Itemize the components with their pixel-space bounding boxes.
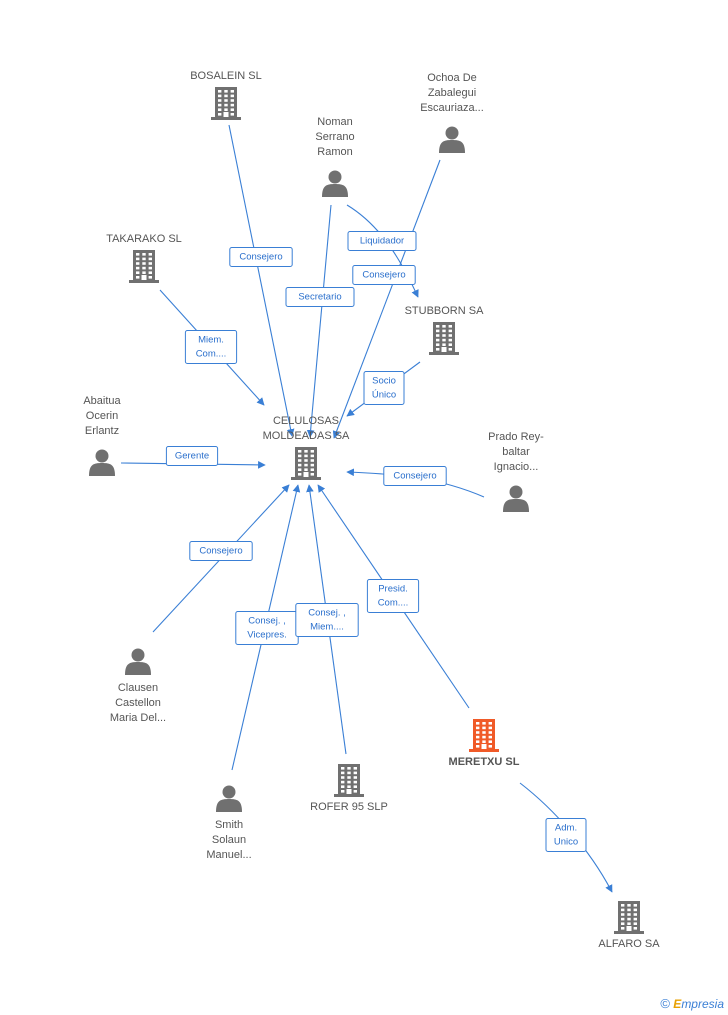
node-label-meretxu: MERETXU SL — [449, 756, 520, 768]
node-label-prado: Ignacio... — [494, 461, 539, 473]
node-label-ochoa: Ochoa De — [427, 72, 477, 84]
building-icon — [129, 250, 159, 283]
node-label-abaitua: Abaitua — [83, 395, 121, 407]
node-ochoa[interactable]: Ochoa De ZabaleguiEscauriaza... — [420, 72, 484, 153]
node-label-noman: Serrano — [315, 131, 354, 143]
person-icon — [216, 785, 242, 812]
building-icon — [614, 901, 644, 934]
node-label-abaitua: Erlantz — [85, 425, 119, 437]
edge-label-meretxu-to-alfaro: Adm. Unico — [545, 818, 587, 852]
node-label-clausen: Maria Del... — [110, 712, 166, 724]
edge-label-text: Unico — [554, 837, 578, 848]
edge-label-takarako-to-celulosas: Miem. Com.... — [184, 330, 238, 364]
edge-label-text: Adm. — [555, 823, 577, 834]
edge-label-text: Liquidador — [360, 236, 404, 247]
edge-label-noman-to-celulosas: Secretario — [285, 287, 355, 307]
edge-labels: ConsejeroSecretarioLiquidadorConsejeroMi… — [165, 231, 587, 852]
node-label-prado: Prado Rey- — [488, 431, 544, 443]
building-icon — [469, 719, 499, 752]
edge-label-text: Consejero — [199, 546, 242, 557]
edge-label-noman-to-stubborn: Liquidador — [347, 231, 417, 251]
brand-e: E — [673, 997, 682, 1011]
node-meretxu[interactable]: MERETXU SL — [449, 719, 520, 768]
nodes: CELULOSAS MOLDEADAS SA BOSALEIN SL Ochoa De… — [83, 70, 660, 950]
person-icon — [439, 126, 465, 153]
edge-label-text: Com.... — [196, 349, 227, 360]
edge-label-text: Consejero — [393, 471, 436, 482]
edge-bosalein-to-celulosas — [228, 124, 295, 437]
edge-label-abaitua-to-celulosas: Gerente — [165, 446, 219, 466]
node-prado[interactable]: Prado Rey-baltarIgnacio... — [488, 431, 544, 512]
edge-label-text: Consej. , — [308, 608, 346, 619]
edge-ochoa-to-celulosas — [332, 159, 441, 439]
node-label-bosalein: BOSALEIN SL — [190, 70, 262, 82]
node-rofer[interactable]: ROFER 95 SLP — [310, 764, 388, 813]
node-label-smith: Solaun — [212, 834, 246, 846]
edge-label-text: Miem. — [198, 335, 224, 346]
node-takarako[interactable]: TAKARAKO SL — [106, 233, 182, 283]
node-label-noman: Ramon — [317, 146, 352, 158]
building-icon — [291, 447, 321, 480]
edge-label-text: Único — [372, 390, 396, 401]
node-label-abaitua: Ocerin — [86, 410, 118, 422]
empresia-brand: © Empresia — [660, 996, 724, 1011]
edge-label-bosalein-to-celulosas: Consejero — [229, 247, 293, 267]
node-alfaro[interactable]: ALFARO SA — [598, 901, 660, 950]
node-label-prado: baltar — [502, 446, 530, 458]
edge-label-text: Consejero — [362, 270, 405, 281]
brand-rest: mpresia — [681, 997, 724, 1011]
edge-label-clausen-to-celulosas: Consejero — [189, 541, 253, 561]
node-label-celulosas: MOLDEADAS SA — [263, 430, 350, 442]
building-icon — [334, 764, 364, 797]
edge-label-text: Miem.... — [310, 622, 344, 633]
node-label-takarako: TAKARAKO SL — [106, 233, 182, 245]
edge-label-text: Consej. , — [248, 616, 286, 627]
node-bosalein[interactable]: BOSALEIN SL — [190, 70, 262, 120]
node-label-alfaro: ALFARO SA — [598, 938, 660, 950]
person-icon — [125, 648, 151, 675]
building-icon — [211, 87, 241, 120]
edge-label-text: Vicepres. — [247, 630, 286, 641]
edge-label-text: Secretario — [298, 292, 341, 303]
edge-label-text: Gerente — [175, 451, 209, 462]
edge-label-meretxu-to-celulosas: Presid. Com.... — [366, 579, 420, 613]
node-label-rofer: ROFER 95 SLP — [310, 801, 388, 813]
person-icon — [322, 170, 348, 197]
node-smith[interactable]: SmithSolaunManuel... — [206, 785, 252, 862]
edge-noman-to-celulosas — [306, 204, 332, 438]
edge-label-text: Com.... — [378, 598, 409, 609]
node-label-noman: Noman — [317, 116, 352, 128]
node-label-celulosas: CELULOSAS — [273, 415, 339, 427]
node-label-ochoa: Escauriaza... — [420, 102, 484, 114]
node-label-stubborn: STUBBORN SA — [405, 305, 485, 317]
node-label-smith: Manuel... — [206, 849, 251, 861]
edge-label-smith-to-celulosas: Consej. , Vicepres. — [235, 611, 299, 645]
node-stubborn[interactable]: STUBBORN SA — [405, 305, 485, 355]
edge-label-text: Consejero — [239, 252, 282, 263]
edge-label-text: Presid. — [378, 584, 408, 595]
node-celulosas[interactable]: CELULOSAS MOLDEADAS SA — [263, 415, 350, 480]
building-icon — [429, 322, 459, 355]
edge-label-ochoa-to-celulosas: Consejero — [352, 265, 416, 285]
edge-label-prado-to-celulosas: Consejero — [383, 466, 447, 486]
edge-label-rofer-to-celulosas: Consej. , Miem.... — [295, 603, 359, 637]
node-label-clausen: Castellon — [115, 697, 161, 709]
node-label-clausen: Clausen — [118, 682, 158, 694]
edge-label-text: Socio — [372, 376, 396, 387]
person-icon — [503, 485, 529, 512]
node-label-smith: Smith — [215, 819, 243, 831]
node-label-ochoa: Zabalegui — [428, 87, 476, 99]
person-icon — [89, 449, 115, 476]
copyright-icon: © — [660, 996, 670, 1011]
